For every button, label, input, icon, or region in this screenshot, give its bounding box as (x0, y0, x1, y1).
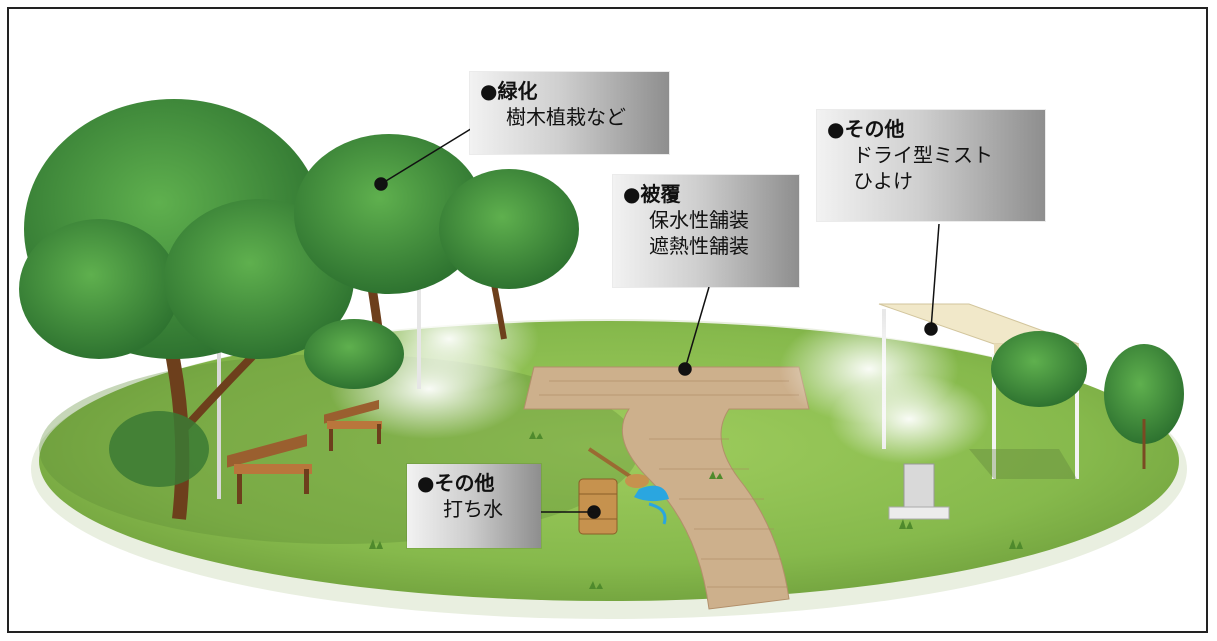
leader-dot-other-mist (924, 322, 938, 336)
label-greening: ●緑化 樹木植栽など (470, 72, 669, 154)
water-bucket (578, 447, 669, 535)
paved-path (523, 366, 810, 610)
label-covering: ●被覆 保水性舗装 遮熱性舗装 (613, 175, 799, 287)
bench-front (227, 434, 312, 504)
benches (227, 399, 382, 504)
park-illustration (19, 99, 1187, 619)
trees (19, 99, 579, 520)
label-greening-line-1: 樹木植栽など (506, 105, 626, 129)
diagram-frame: ●緑化 樹木植栽など ●被覆 保水性舗装 遮熱性舗装 ●その他 ドライ型ミスト … (7, 7, 1208, 633)
bench-back (324, 399, 382, 451)
label-other-mist: ●その他 ドライ型ミスト ひよけ (817, 110, 1045, 221)
label-covering-line-2: 遮熱性舗装 (649, 234, 749, 258)
leader-line-other-mist (930, 223, 940, 330)
mist-clouds (329, 249, 989, 464)
label-covering-title: ●被覆 (623, 182, 681, 206)
label-other-water: ●その他 打ち水 (407, 464, 541, 548)
label-other-water-title: ●その他 (417, 471, 495, 495)
label-other-mist-title: ●その他 (827, 117, 905, 141)
leader-dot-greening (374, 177, 388, 191)
label-other-mist-line-2: ひよけ (853, 169, 913, 193)
leader-line-greening (380, 126, 475, 185)
label-covering-line-1: 保水性舗装 (649, 208, 749, 232)
leader-lines (374, 126, 940, 519)
label-other-water-line-1: 打ち水 (443, 497, 503, 521)
label-greening-title: ●緑化 (480, 79, 538, 103)
leader-dot-covering (678, 362, 692, 376)
leader-line-covering (684, 286, 710, 370)
right-bushes (991, 331, 1184, 469)
drinking-fountain (888, 463, 950, 520)
label-other-mist-line-1: ドライ型ミスト (853, 143, 993, 167)
grass-tufts (369, 431, 1023, 589)
